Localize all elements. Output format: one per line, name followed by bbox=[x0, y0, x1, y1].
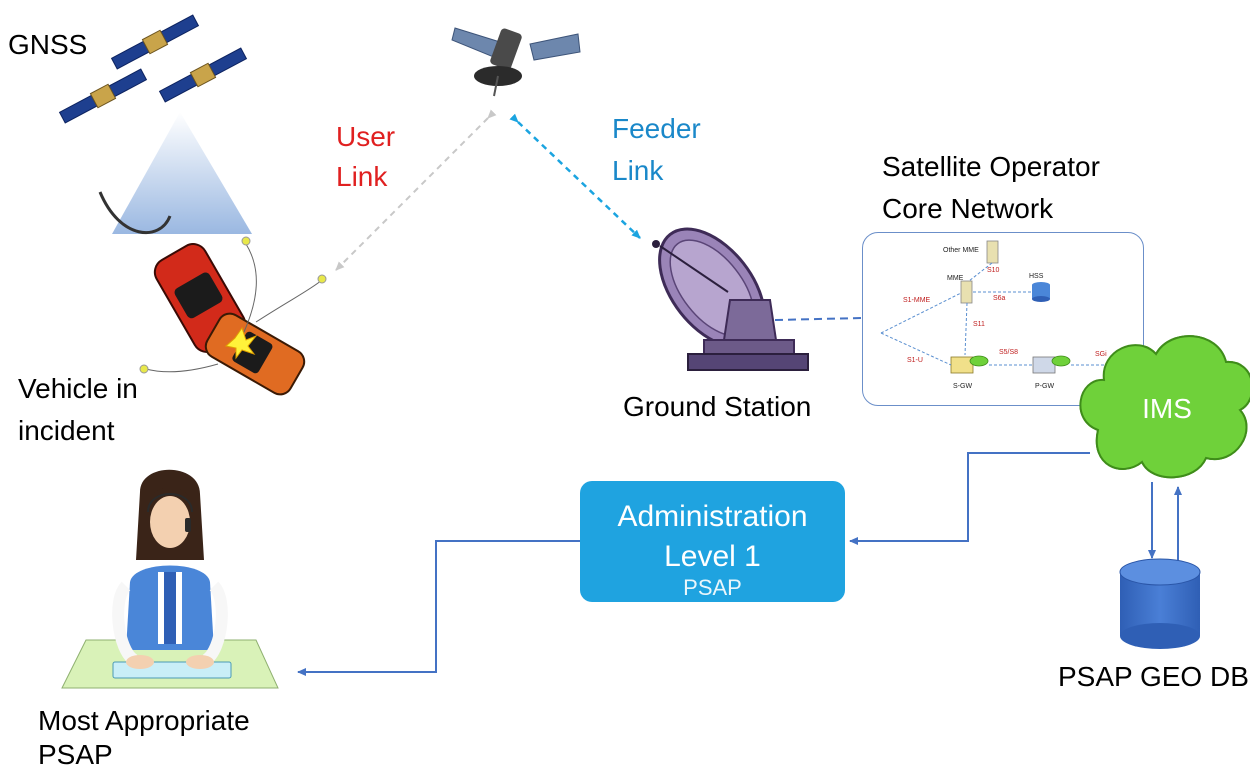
user-link-label-line1: User bbox=[336, 121, 396, 152]
ims-to-admin-connector bbox=[849, 452, 1090, 545]
road bbox=[98, 191, 172, 234]
ground-core-link bbox=[774, 317, 863, 321]
ground-station-label: Ground Station bbox=[623, 391, 812, 422]
psap-geo-db-icon bbox=[1119, 558, 1201, 649]
admin-label-line3: PSAP bbox=[683, 575, 742, 600]
core-network-title-line1: Satellite Operator bbox=[882, 151, 1100, 182]
vehicle-crash-icon bbox=[139, 236, 327, 396]
epc-mme-label: MME bbox=[947, 275, 964, 282]
user-link-line bbox=[335, 109, 497, 271]
communication-satellite-icon bbox=[451, 27, 581, 97]
epc-s1-mme-label: S1-MME bbox=[903, 297, 931, 304]
admin-level1-psap-box: Administration Level 1 PSAP bbox=[580, 481, 845, 602]
feeder-link-label-line2: Link bbox=[612, 155, 664, 186]
epc-s6a-label: S6a bbox=[993, 295, 1006, 302]
epc-pgw-label: P-GW bbox=[1035, 383, 1055, 390]
psap-operator-icon bbox=[61, 469, 279, 689]
core-network-box: Other MME MME HSS S-GW P-GW S10 S1-MME S… bbox=[862, 232, 1144, 406]
epc-s10-label: S10 bbox=[987, 267, 1000, 274]
gnss-satellite-icon bbox=[58, 14, 248, 124]
admin-label-line2: Level 1 bbox=[664, 540, 761, 573]
psap-label-line2: PSAP bbox=[38, 739, 113, 770]
feeder-link-label-line1: Feeder bbox=[612, 113, 701, 144]
vehicle-label-line2: incident bbox=[18, 415, 115, 446]
epc-sgi-label: SGi bbox=[1095, 351, 1107, 358]
vehicle-label-line1: Vehicle in bbox=[18, 373, 138, 404]
ims-label: IMS bbox=[1142, 393, 1192, 424]
admin-label-line1: Administration bbox=[617, 500, 808, 533]
admin-to-psap-connector bbox=[297, 540, 580, 676]
epc-s11-label: S11 bbox=[973, 321, 985, 328]
epc-mini-diagram bbox=[880, 240, 1113, 374]
epc-sgw-label: S-GW bbox=[953, 383, 973, 390]
psap-label-line1: Most Appropriate bbox=[38, 705, 250, 736]
epc-s1-u-label: S1-U bbox=[907, 357, 923, 364]
user-link-label-line2: Link bbox=[336, 161, 388, 192]
ground-station-dish-icon bbox=[652, 227, 809, 371]
psap-geo-db-label: PSAP GEO DB bbox=[1058, 661, 1249, 692]
epc-s5-s8-label: S5/S8 bbox=[999, 349, 1019, 356]
epc-hss-label: HSS bbox=[1029, 273, 1044, 280]
core-network-title-line2: Core Network bbox=[882, 193, 1054, 224]
gnss-label: GNSS bbox=[8, 29, 88, 60]
epc-other-mme-label: Other MME bbox=[943, 247, 979, 254]
gnss-beam bbox=[112, 112, 252, 234]
